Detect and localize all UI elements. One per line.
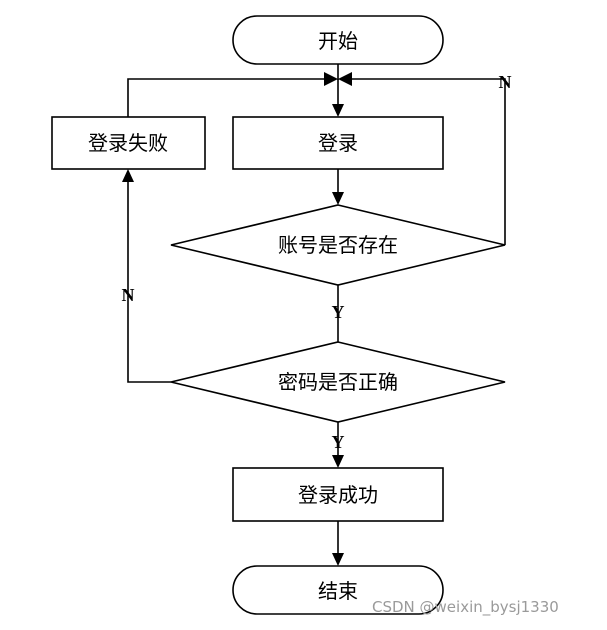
connector-account-no <box>352 78 506 245</box>
password-correct-decision: 密码是否正确 <box>170 341 506 423</box>
account-exists-decision: 账号是否存在 <box>170 204 506 286</box>
arrow-down-success-icon <box>332 455 344 468</box>
arrow-down-end-icon <box>332 553 344 566</box>
login-node: 登录 <box>232 116 444 170</box>
password-yes-label: Y <box>332 432 345 452</box>
login-success-label: 登录成功 <box>298 483 378 507</box>
end-label: 结束 <box>318 579 358 603</box>
password-no-label: N <box>122 285 135 305</box>
account-yes-label: Y <box>332 302 345 322</box>
password-correct-label: 密码是否正确 <box>278 370 398 394</box>
arrow-down-login-icon <box>332 104 344 117</box>
start-label: 开始 <box>318 29 358 53</box>
watermark: CSDN @weixin_bysj1330 <box>372 598 559 616</box>
connector-failed-merge <box>127 78 324 117</box>
login-success-node: 登录成功 <box>232 467 444 522</box>
connector-password-no <box>127 182 171 383</box>
arrow-left-merge-icon <box>324 72 338 86</box>
login-label: 登录 <box>318 131 358 155</box>
account-exists-label: 账号是否存在 <box>278 233 398 257</box>
account-no-label: N <box>499 72 512 92</box>
arrow-up-failed-icon <box>122 169 134 182</box>
login-failed-node: 登录失败 <box>51 116 206 170</box>
login-failed-label: 登录失败 <box>88 131 168 155</box>
arrow-right-merge-icon <box>338 72 352 86</box>
end-node: 结束 <box>232 565 444 615</box>
start-node: 开始 <box>232 15 444 65</box>
arrow-down-account-icon <box>332 192 344 205</box>
